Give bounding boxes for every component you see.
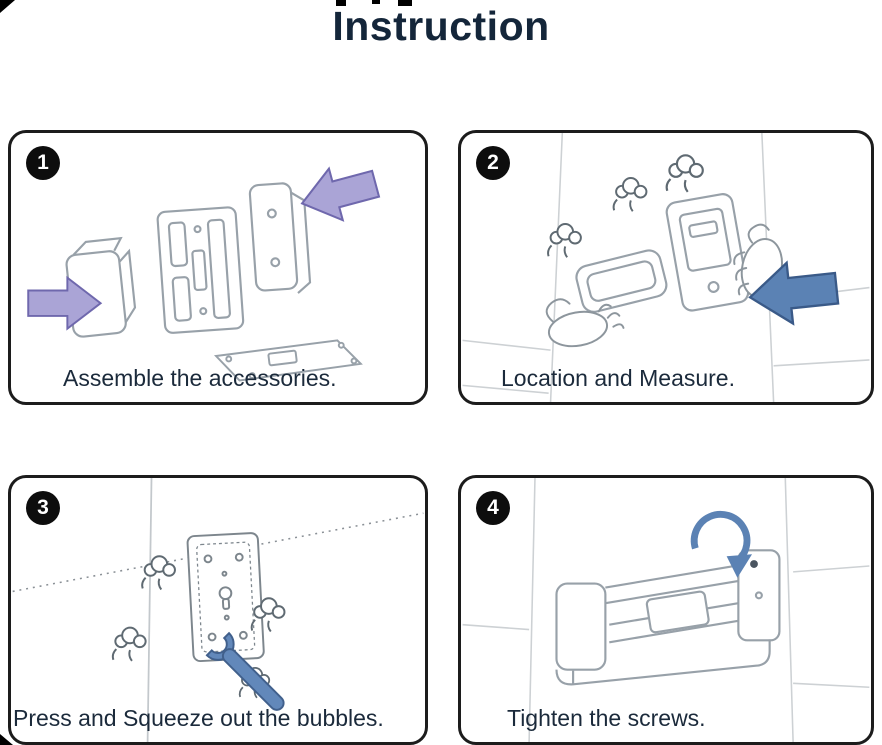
crop-artifact xyxy=(372,0,380,4)
right-end-cap-part xyxy=(248,182,312,294)
block-arrow-icon xyxy=(294,156,384,231)
step-panel-1: 1 xyxy=(8,130,428,405)
wall-tile-lines xyxy=(462,478,870,742)
curved-arrow-icon xyxy=(690,510,753,578)
crop-artifact xyxy=(0,0,15,13)
step-caption: Tighten the screws. xyxy=(507,705,706,731)
tighten-screws-illustration xyxy=(462,478,870,742)
step-panel-4: 4 xyxy=(458,475,874,745)
bracket-frame-part xyxy=(156,206,245,334)
step-number-badge: 2 xyxy=(476,146,510,180)
screw-icon xyxy=(750,560,758,568)
base-plate-part xyxy=(213,339,363,382)
location-measure-illustration xyxy=(462,133,870,402)
mounted-holder xyxy=(555,549,781,686)
steam-puff-icon xyxy=(141,555,176,591)
step-caption: Assemble the accessories. xyxy=(63,365,337,391)
step-caption: Location and Measure. xyxy=(501,365,735,391)
wall-tile-lines xyxy=(462,133,870,402)
steam-puff-icon xyxy=(547,222,582,259)
step-panel-2: 2 xyxy=(458,130,874,405)
crop-artifact xyxy=(0,734,13,745)
page-title: Instruction xyxy=(332,3,550,49)
assemble-accessories-illustration xyxy=(27,156,384,382)
step-panel-3: 3 xyxy=(8,475,428,745)
steam-puff-icon xyxy=(612,177,648,213)
steam-puff-icon xyxy=(111,626,147,662)
press-bubbles-illustration xyxy=(12,478,424,742)
wall-lines xyxy=(12,478,424,742)
step-caption: Press and Squeeze out the bubbles. xyxy=(13,705,384,731)
step-number-badge: 4 xyxy=(476,491,510,525)
crop-artifact xyxy=(398,0,412,6)
step-number-badge: 1 xyxy=(26,146,60,180)
steam-puff-icon xyxy=(665,154,704,193)
step-number-badge: 3 xyxy=(26,491,60,525)
crop-artifact xyxy=(336,0,346,6)
bracket-parts xyxy=(575,193,750,313)
